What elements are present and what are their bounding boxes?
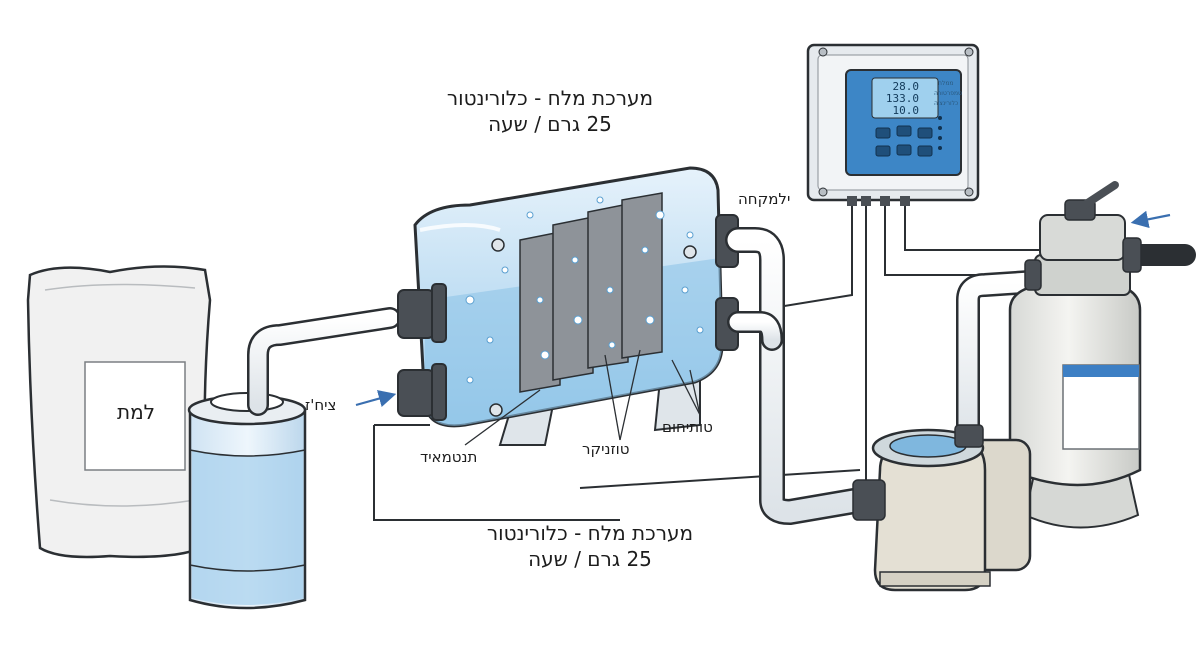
title-bottom: מערכת מלח - כלורינטור 25 גרם / שעה: [470, 520, 710, 572]
panel-text-2: טמפרטורה: [934, 90, 962, 97]
electrolytic-cell-icon: [413, 166, 724, 446]
salt-bag-icon: [26, 265, 212, 559]
feed-pipe: [247, 307, 401, 416]
inlet-label: ציח'ז: [305, 396, 337, 414]
return-pipes: [725, 227, 873, 526]
leader-lines: [464, 349, 701, 446]
outlet-label: ילמקחה: [738, 190, 791, 208]
lcd-reading-1: 28.0: [892, 80, 920, 93]
lcd-reading-2: 133.0: [885, 92, 919, 105]
control-panel-icon: [806, 43, 980, 206]
panel-text-3: כלורינציה: [934, 100, 959, 107]
lcd-reading-3: 10.0: [892, 104, 920, 117]
pump-icon: [852, 424, 1032, 592]
electrodes-label: טותיחום: [662, 418, 713, 436]
title-top-line2: 25 גרם / שעה: [488, 112, 612, 136]
filter-pipes: [956, 244, 1196, 452]
title-top: מערכת מלח - כלורינטור 25 גרם / שעה: [430, 85, 670, 137]
sand-filter-icon: [1008, 181, 1142, 529]
title-bottom-line2: 25 גרם / שעה: [528, 547, 652, 571]
flow-arrows: [355, 210, 1171, 408]
salt-bag-label: למת: [116, 400, 156, 424]
title-top-line1: מערכת מלח - כלורינטור: [446, 86, 654, 110]
cell-body-label: תנטמאיד: [420, 448, 478, 466]
panel-text-1: ממלח: [938, 80, 954, 87]
plates-label: טוזניקר: [582, 440, 630, 458]
title-bottom-line1: מערכת מלח - כלורינטור: [486, 521, 694, 545]
brine-tank-icon: [187, 392, 307, 610]
wires: [373, 200, 1045, 521]
